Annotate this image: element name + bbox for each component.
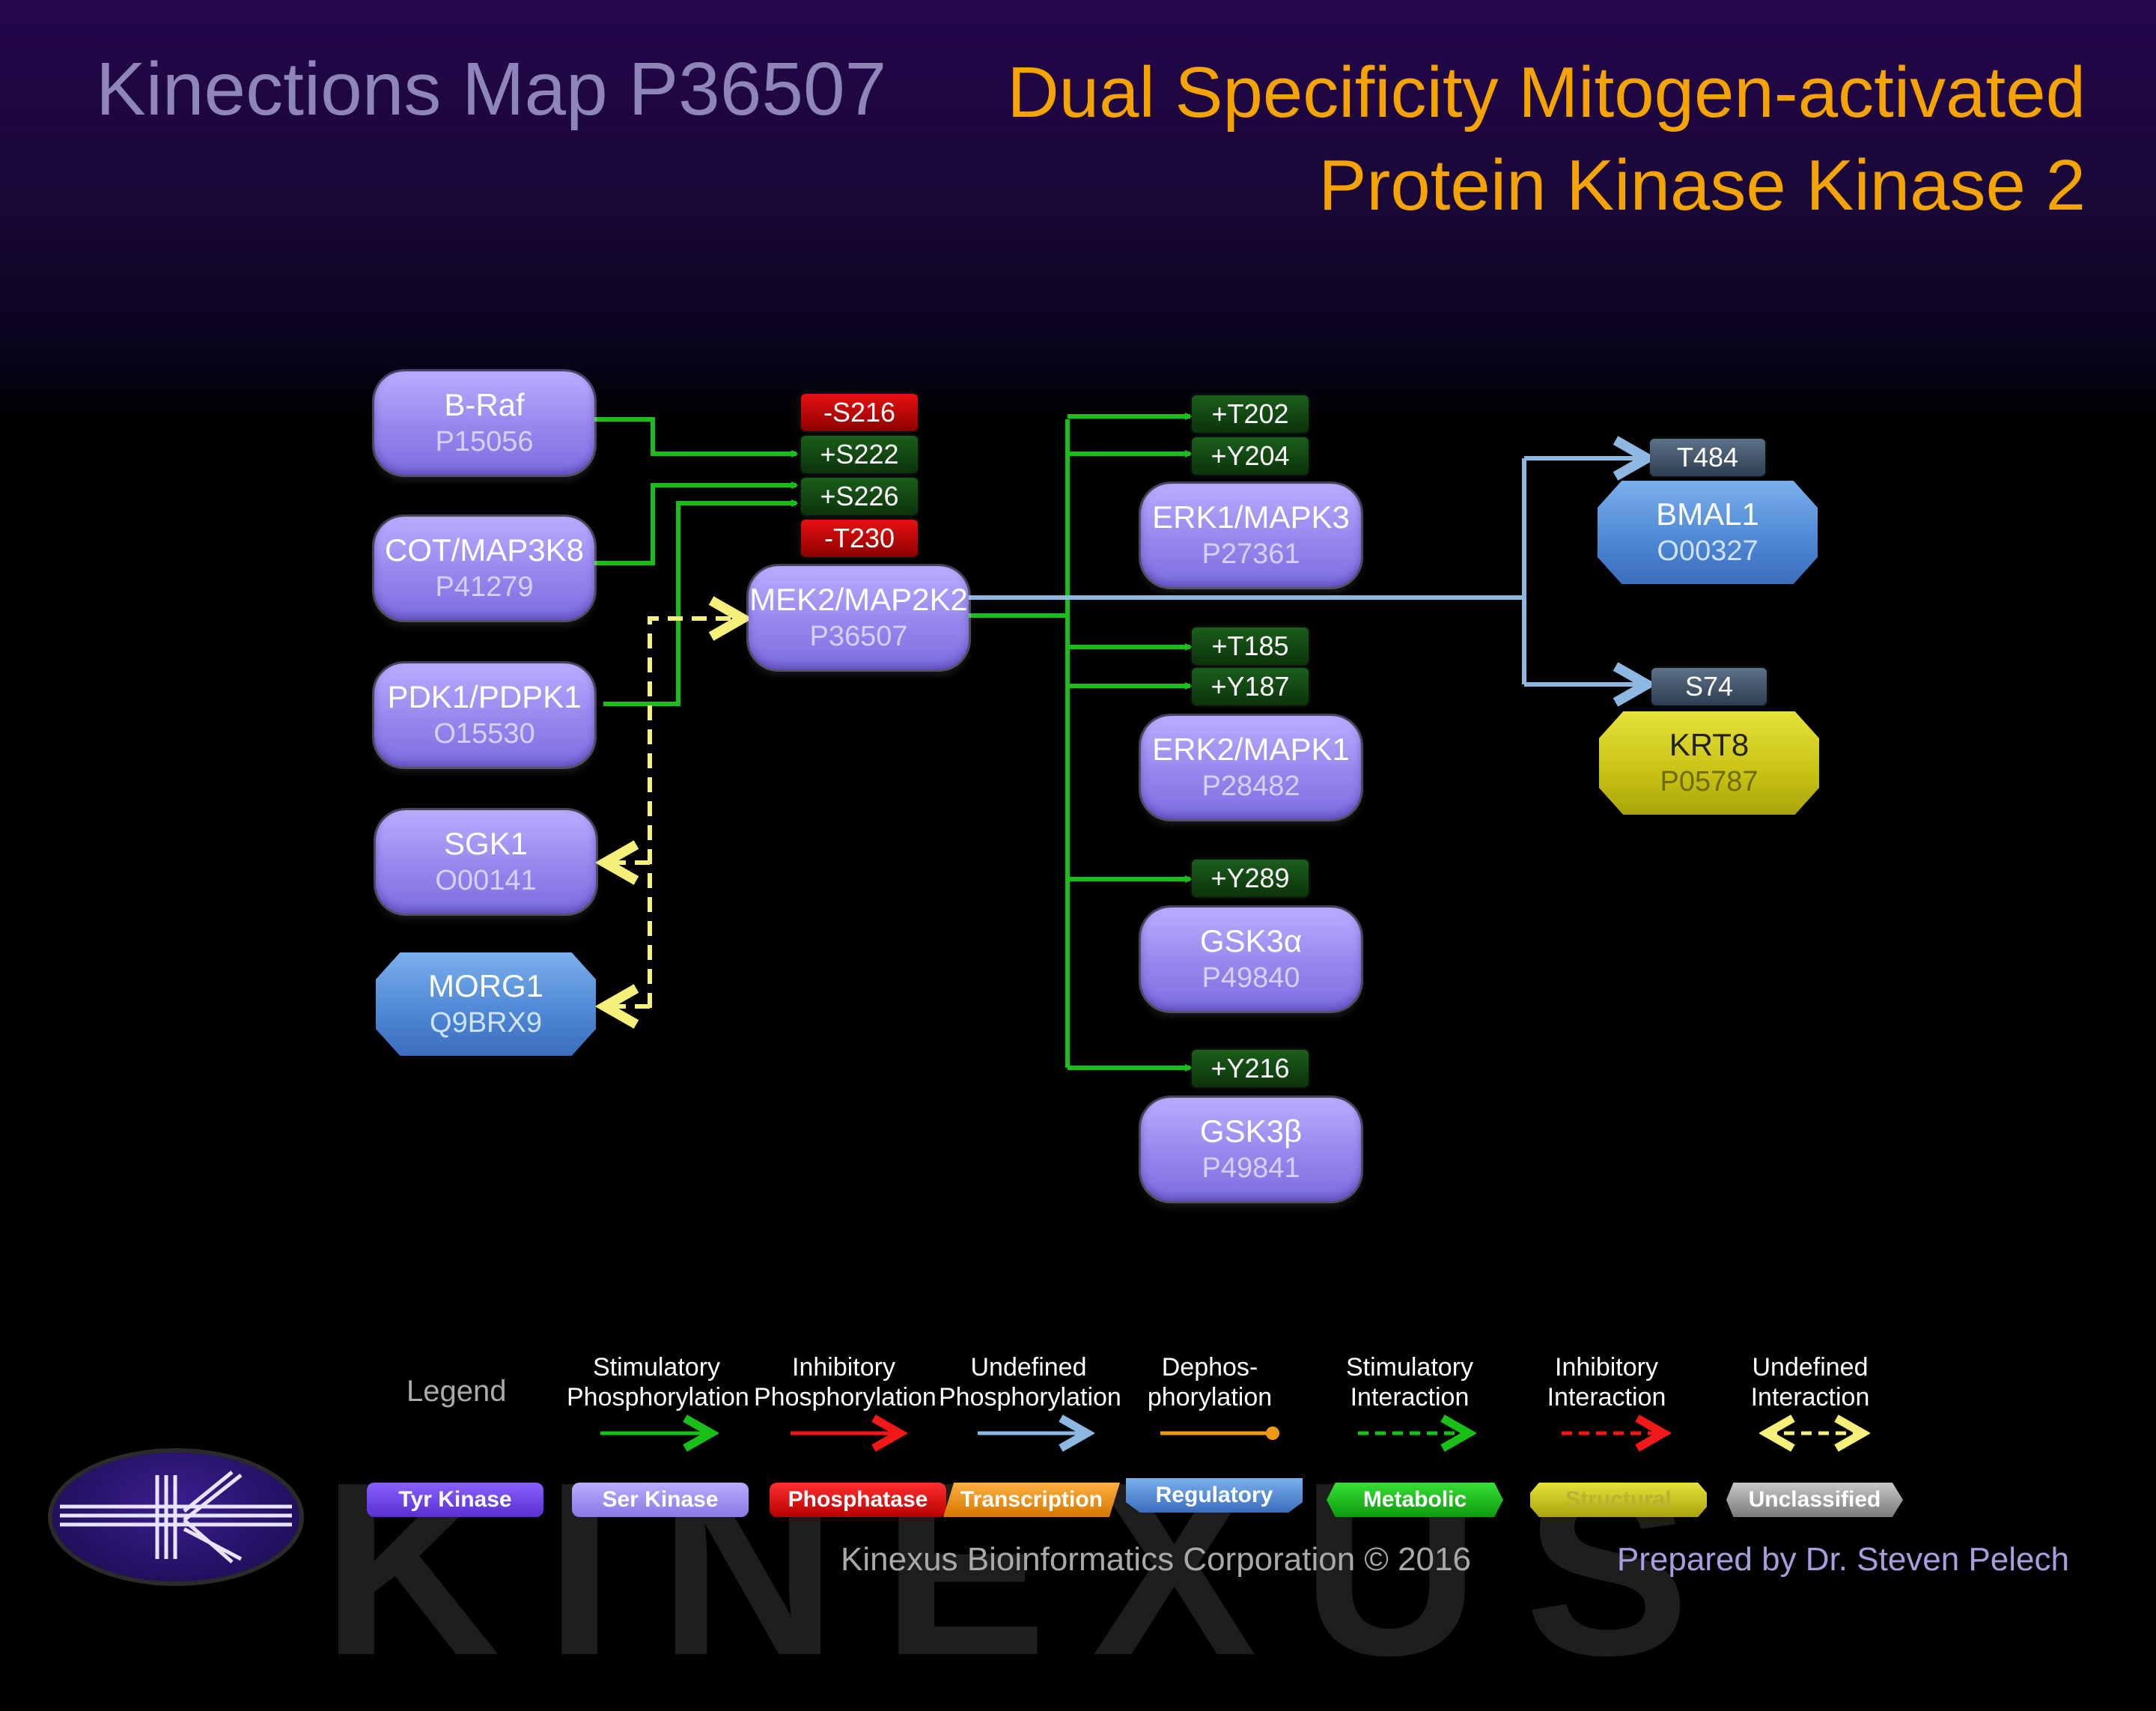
node-bmal1[interactable]: BMAL1 O00327 (1598, 481, 1818, 584)
legend-label-line-2: Interaction (1547, 1383, 1666, 1411)
node-name: GSK3α (1199, 923, 1303, 958)
legend-type-tyr-kinase: Tyr Kinase (367, 1483, 543, 1517)
node-uniprot-id: P05787 (1660, 766, 1758, 797)
legend-label-line-1: Undefined (1752, 1353, 1869, 1382)
node-erk1-mapk3[interactable]: ERK1/MAPK3 P27361 (1141, 484, 1361, 587)
page-title: Kinections Map P36507 (96, 47, 887, 131)
legend-label-stim-phos: Stimulatory Phosphorylation (567, 1352, 749, 1412)
legend-type-regulatory: Regulatory (1126, 1478, 1303, 1513)
node-uniprot-id: O00327 (1657, 535, 1758, 567)
legend-type-unclassified: Unclassified (1726, 1483, 1903, 1517)
legend-type-metabolic: Metabolic (1327, 1483, 1503, 1517)
node-gsk3a[interactable]: GSK3α P49840 (1141, 908, 1361, 1011)
node-name: KRT8 (1669, 727, 1750, 762)
node-uniprot-id: P49841 (1202, 1152, 1300, 1184)
node-uniprot-id: Q9BRX9 (430, 1007, 542, 1039)
legend-label-line-1: Stimulatory (1345, 1353, 1474, 1382)
legend-label-line-1: Stimulatory (592, 1353, 721, 1382)
node-name: COT/MAP3K8 (384, 532, 585, 568)
legend-type-structural: Structural (1530, 1483, 1707, 1517)
legend-label-line-2: phorylation (1147, 1383, 1273, 1411)
site-erk2-y187: +Y187 (1192, 668, 1309, 705)
legend-label-line-2: Interaction (1350, 1383, 1470, 1411)
legend-label-stim-int: Stimulatory Interaction (1320, 1352, 1499, 1412)
kinexus-k-icon (60, 1471, 292, 1563)
legend-label-line-2: Interaction (1750, 1383, 1870, 1411)
legend-type-transcription: Transcription (943, 1483, 1120, 1517)
node-uniprot-id: O15530 (433, 718, 535, 750)
node-krt8[interactable]: KRT8 P05787 (1599, 711, 1819, 815)
node-erk2-mapk1[interactable]: ERK2/MAPK1 P28482 (1141, 716, 1361, 819)
site-krt8-s74: S74 (1651, 668, 1767, 705)
legend-title: Legend (406, 1375, 507, 1408)
node-sgk1[interactable]: SGK1 O00141 (376, 810, 596, 914)
edge-braf-mek2 (591, 417, 797, 454)
legend-type-phosphatase: Phosphatase (770, 1483, 946, 1517)
site-mek2-s226: +S226 (801, 478, 918, 515)
kinexus-logo (52, 1453, 299, 1581)
legend-label-line-1: Dephos- (1161, 1353, 1258, 1382)
site-erk1-y204: +Y204 (1192, 437, 1309, 475)
legend-label-undef-phos: Undefined Phosphorylation (939, 1352, 1121, 1412)
node-name: B-Raf (444, 387, 525, 422)
legend-arrow-dephos-end (1266, 1426, 1279, 1440)
edge-mek2-interactions (648, 619, 743, 1008)
node-braf[interactable]: B-Raf P15056 (374, 371, 594, 475)
node-name: MEK2/MAP2K2 (749, 582, 968, 617)
site-erk1-t202: +T202 (1192, 395, 1309, 433)
legend-label-line-1: Inhibitory (1555, 1353, 1658, 1382)
legend-label-line-1: Inhibitory (792, 1353, 895, 1382)
legend-type-ser-kinase: Ser Kinase (572, 1483, 749, 1517)
protein-full-name: Dual Specificity Mitogen-activated Prote… (1007, 46, 2086, 232)
legend-label-inh-phos: Inhibitory Phosphorylation (754, 1352, 937, 1412)
connection-lines (591, 0, 2156, 1617)
site-mek2-s216: -S216 (801, 394, 918, 431)
node-uniprot-id: O00141 (435, 865, 537, 896)
node-cot-map3k8[interactable]: COT/MAP3K8 P41279 (374, 517, 594, 620)
footer-copyright: Kinexus Bioinformatics Corporation © 201… (841, 1541, 1471, 1578)
site-gsk3a-y289: +Y289 (1192, 860, 1309, 897)
node-uniprot-id: P15056 (435, 426, 534, 458)
node-name: GSK3β (1199, 1113, 1303, 1149)
legend-label-line-2: Phosphorylation (567, 1383, 749, 1411)
node-name: ERK1/MAPK3 (1152, 499, 1350, 535)
node-name: SGK1 (443, 826, 529, 861)
site-gsk3b-y216: +Y216 (1192, 1050, 1309, 1087)
node-name: PDK1/PDPK1 (387, 679, 582, 714)
legend-arrows (600, 0, 2156, 1617)
site-mek2-t230: -T230 (801, 520, 918, 557)
node-mek2-map2k2[interactable]: MEK2/MAP2K2 P36507 (749, 566, 969, 669)
node-uniprot-id: P28482 (1202, 771, 1300, 802)
node-pdk1-pdpk1[interactable]: PDK1/PDPK1 O15530 (374, 663, 594, 767)
footer-author: Prepared by Dr. Steven Pelech (1616, 1541, 2069, 1578)
edge-cot-mek2 (591, 485, 797, 565)
legend-label-dephos: Dephos- phorylation (1120, 1352, 1300, 1412)
edge-pdk1-mek2 (603, 503, 797, 706)
node-uniprot-id: P36507 (809, 621, 908, 652)
node-uniprot-id: P49840 (1202, 962, 1300, 994)
node-uniprot-id: P27361 (1202, 538, 1300, 570)
site-bmal1-t484: T484 (1650, 439, 1765, 476)
legend-label-line-1: Undefined (970, 1353, 1087, 1382)
node-name: ERK2/MAPK1 (1152, 732, 1350, 767)
node-gsk3b[interactable]: GSK3β P49841 (1141, 1098, 1361, 1201)
legend-label-undef-int: Undefined Interaction (1720, 1352, 1900, 1412)
node-name: BMAL1 (1656, 496, 1759, 532)
node-name: MORG1 (427, 968, 543, 1003)
site-mek2-s222: +S222 (801, 436, 918, 473)
node-uniprot-id: P41279 (435, 571, 534, 603)
protein-name-line-2: Protein Kinase Kinase 2 (1318, 145, 2086, 225)
node-morg1[interactable]: MORG1 Q9BRX9 (376, 952, 596, 1056)
site-erk2-t185: +T185 (1192, 627, 1309, 665)
protein-name-line-1: Dual Specificity Mitogen-activated (1007, 52, 2086, 133)
legend-label-line-2: Phosphorylation (754, 1383, 937, 1411)
legend-label-inh-int: Inhibitory Interaction (1517, 1352, 1696, 1412)
legend-label-line-2: Phosphorylation (939, 1383, 1121, 1411)
